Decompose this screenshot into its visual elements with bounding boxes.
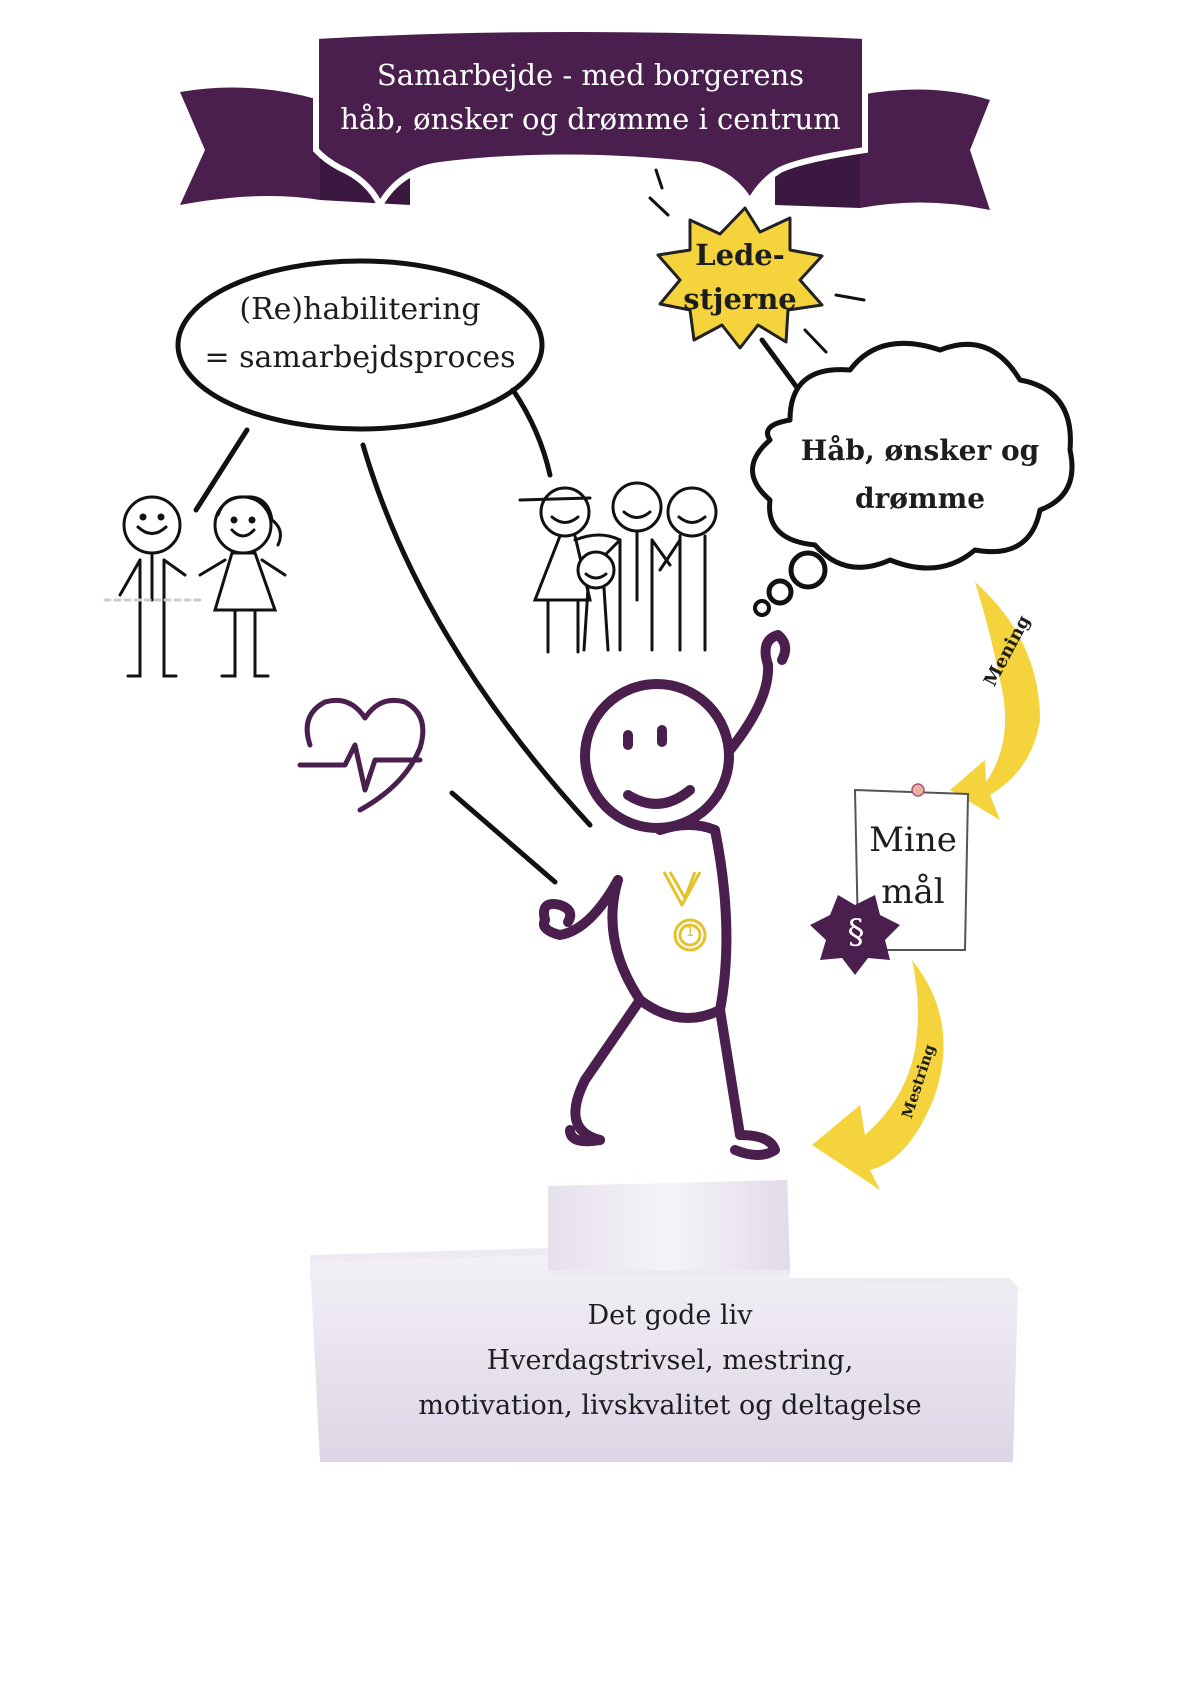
cloud-text-line2: drømme — [854, 482, 986, 515]
note-text-line2: mål — [881, 872, 945, 912]
ellipse-line-right — [510, 387, 553, 478]
thought-bubble-medium — [766, 578, 794, 606]
rehab-ellipse — [175, 258, 593, 828]
medal-number: 1 — [685, 925, 695, 940]
star-text-line1: Lede- — [695, 238, 785, 272]
cloud-icon — [750, 340, 1075, 617]
banner-title-line2: håb, ønsker og drømme i centrum — [340, 102, 841, 136]
arrow-mening — [950, 582, 1040, 820]
note-pin — [911, 783, 925, 797]
podium-base — [310, 1255, 1018, 1462]
ellipse-line-center — [360, 442, 593, 828]
banner-title-line1: Samarbejde - med borgerens — [376, 58, 805, 92]
ellipse-text-line1: (Re)habilitering — [239, 292, 481, 327]
paragraph-badge-symbol: § — [847, 912, 865, 952]
podium-text-line2: Hverdagstrivsel, mestring, — [486, 1345, 854, 1376]
star-text-line2: stjerne — [683, 282, 797, 316]
cloud-text-line1: Håb, ønsker og — [800, 434, 1040, 467]
podium-text-line3: motivation, livskvalitet og deltagelse — [418, 1390, 922, 1421]
note-text-line1: Mine — [869, 820, 957, 860]
rehab-ellipse-shape — [175, 258, 545, 432]
banner-left-tail — [180, 87, 320, 205]
heart-connector-line — [449, 790, 558, 885]
banner-main — [313, 26, 868, 212]
banner-right-tail — [860, 89, 990, 210]
medal-icon — [662, 871, 707, 952]
thought-bubble-small — [753, 599, 771, 617]
podium-top-step — [548, 1172, 790, 1270]
main-figure — [539, 630, 791, 1160]
ellipse-line-left — [193, 427, 250, 513]
podium-text-line1: Det gode liv — [587, 1300, 753, 1331]
paragraph-badge-icon — [810, 895, 900, 975]
podium — [310, 1172, 1020, 1462]
arrow-mestring — [812, 960, 944, 1190]
podium-top-step-face — [548, 1172, 787, 1186]
ellipse-text-line2: = samarbejdsproces — [204, 340, 516, 375]
thought-bubble-large — [788, 550, 828, 590]
family-figures — [518, 481, 718, 654]
heart-pulse-icon — [297, 697, 426, 813]
couple-figures — [103, 495, 287, 678]
banner — [180, 26, 990, 212]
